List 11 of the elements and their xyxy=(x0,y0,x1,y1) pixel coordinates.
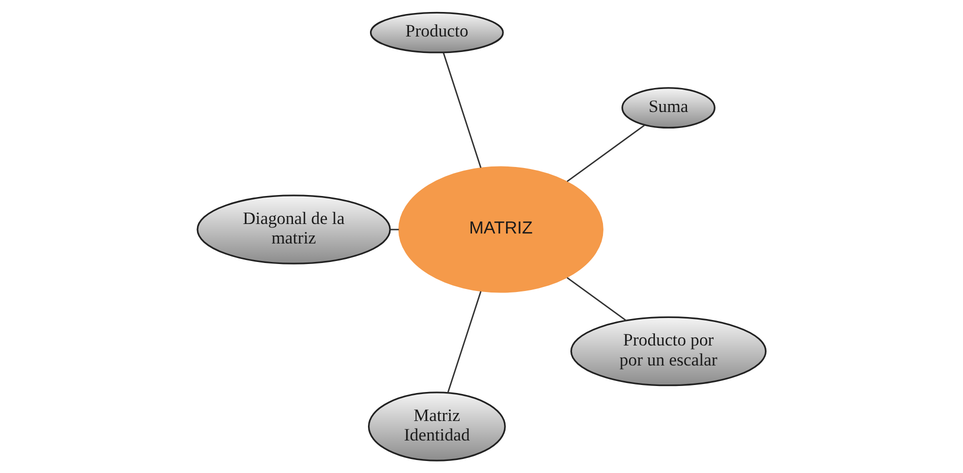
node-ellipse: Matriz Identidad xyxy=(368,392,506,462)
connector xyxy=(447,291,482,393)
connector xyxy=(566,277,627,322)
node-ellipse: MATRIZ xyxy=(398,166,604,293)
node-ellipse: Producto por por un escalar xyxy=(570,316,767,386)
node-ellipse: Suma xyxy=(621,87,716,129)
node-ellipse: Diagonal de la matriz xyxy=(196,194,391,264)
connector xyxy=(442,52,482,168)
connector xyxy=(390,228,399,230)
connector xyxy=(566,124,645,182)
node-ellipse: Producto xyxy=(370,12,504,54)
